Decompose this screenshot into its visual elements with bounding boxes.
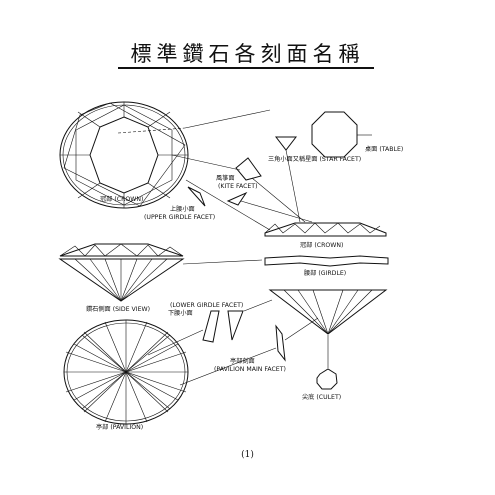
page-title: 標準鑽石各刻面名稱 [130, 42, 365, 66]
pavilion-main-facet-shape [275, 324, 286, 362]
lower-girdle-facet-shape-1 [202, 310, 220, 343]
page-number: (1) [241, 450, 254, 460]
label-table: 桌面 (TABLE) [365, 146, 404, 153]
label-upper-girdle-en: (UPPER GIRDLE FACET) [144, 214, 216, 221]
label-crown-side: 冠部 (CROWN) [300, 242, 344, 249]
star-facet-shape [274, 136, 298, 151]
label-culet: 尖底 (CULET) [302, 394, 342, 401]
label-pavilion-main-cn: 亭部刻面 [230, 358, 255, 365]
upper-girdle-facet-shape-2 [226, 191, 248, 206]
label-kite-cn: 風箏面 [216, 175, 235, 182]
pavilion-bottom-view [63, 319, 189, 425]
crown-top-view [59, 101, 189, 209]
label-kite-en: (KITE FACET) [218, 183, 258, 190]
label-star-facet: 三角小面又稱星面 (STAR FACET) [268, 156, 362, 163]
upper-girdle-facet-shape-1 [187, 186, 206, 207]
label-lower-girdle-cn: 下腰小面 [168, 310, 193, 317]
label-pavilion-bottom: 亭部 (PAVILION) [96, 424, 144, 431]
table-facet-shape [311, 111, 358, 158]
label-crown-top: 冠部 (CROWN) [100, 196, 144, 203]
diamond-side-view [58, 243, 185, 302]
label-girdle: 腰部 (GIRDLE) [304, 270, 347, 277]
label-lower-girdle-en: (LOWER GIRDLE FACET) [170, 302, 244, 309]
kite-facet-shape [235, 157, 262, 181]
girdle-shape [264, 255, 389, 267]
label-side-view: 鑽石側面 (SIDE VIEW) [86, 306, 151, 313]
label-upper-girdle-cn: 上腰小面 [170, 206, 195, 213]
title-underline [118, 67, 374, 69]
pavilion-side-view [268, 289, 388, 335]
lower-girdle-facet-shape-2 [227, 310, 244, 341]
crown-side-view [264, 222, 387, 237]
label-pavilion-main-en: (PAVILION MAIN FACET) [214, 366, 286, 373]
culet-shape [316, 368, 338, 390]
